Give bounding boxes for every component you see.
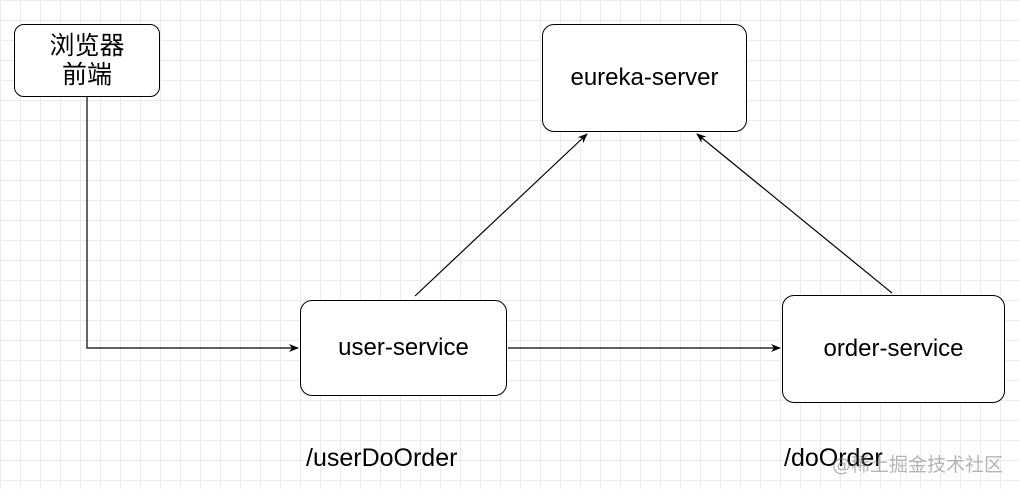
- browser-label-line2: 前端: [61, 59, 112, 89]
- order-service-node[interactable]: order-service: [782, 295, 1005, 403]
- browser-frontend-node[interactable]: 浏览器 前端: [14, 24, 160, 97]
- user-service-endpoint-caption: /userDoOrder: [306, 444, 458, 472]
- eureka-server-node[interactable]: eureka-server: [542, 24, 747, 132]
- eureka-server-label: eureka-server: [570, 64, 719, 92]
- order-service-endpoint-caption: /doOrder: [784, 444, 883, 472]
- arrow-browser-to-user-service: [86, 97, 299, 352]
- browser-frontend-label: 浏览器 前端: [49, 30, 125, 90]
- user-service-node[interactable]: user-service: [300, 300, 507, 396]
- arrow-user-service-to-eureka-server: [414, 133, 588, 297]
- arrow-order-service-to-eureka-server: [696, 133, 893, 294]
- user-service-label: user-service: [338, 334, 469, 362]
- browser-label-line1: 浏览器: [49, 30, 125, 60]
- order-service-label: order-service: [823, 335, 964, 363]
- watermark-text: @稀土掘金技术社区: [831, 454, 1003, 476]
